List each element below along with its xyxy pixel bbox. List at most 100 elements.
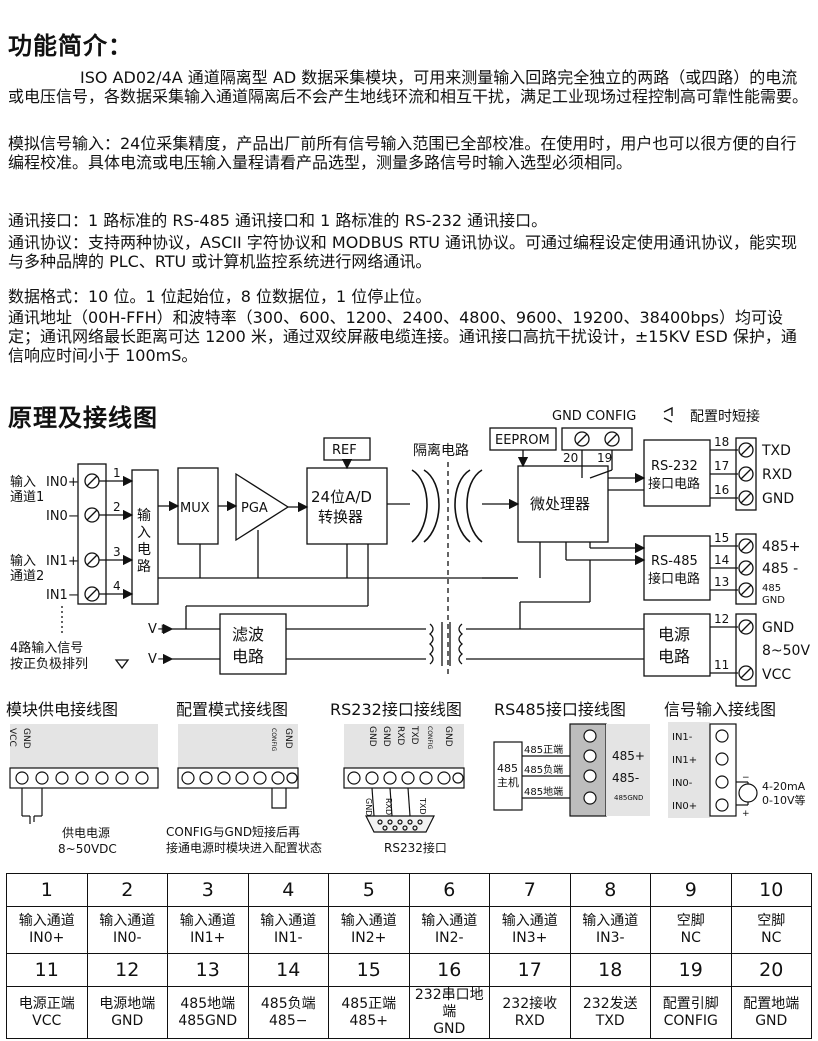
svg-text:微处理器: 微处理器 bbox=[530, 495, 590, 513]
rs232-wiring-title: RS232接口接线图 bbox=[330, 700, 462, 719]
svg-text:485 -: 485 - bbox=[762, 561, 798, 577]
svg-text:RS-232: RS-232 bbox=[651, 459, 698, 474]
pin-number-cell: 12 bbox=[86, 953, 168, 987]
svg-text:REF: REF bbox=[332, 443, 357, 458]
power-wiring-title: 模块供电接线图 bbox=[6, 700, 119, 719]
pin-function: 输入通道 bbox=[421, 913, 478, 929]
pin-number-cell: 11 bbox=[6, 953, 88, 987]
pin-signal: NC bbox=[680, 930, 701, 946]
svg-text:输入: 输入 bbox=[10, 474, 36, 490]
pin-signal: IN2- bbox=[434, 930, 464, 946]
pin-number-cell: 5 bbox=[328, 873, 410, 907]
svg-text:主机: 主机 bbox=[497, 775, 519, 789]
filter-block bbox=[219, 613, 287, 675]
svg-text:入: 入 bbox=[137, 525, 151, 541]
svg-text:485: 485 bbox=[497, 762, 518, 775]
svg-text:IN1-: IN1- bbox=[672, 732, 693, 743]
input-terminal-strip bbox=[77, 463, 107, 605]
pin-function: 232串口地端 bbox=[414, 987, 484, 1020]
pin-number-cell: 20 bbox=[730, 953, 812, 987]
pin-signal: GND bbox=[111, 1012, 144, 1029]
pin-signal: GND bbox=[755, 1012, 788, 1029]
pin-signal: 485+ bbox=[349, 1012, 388, 1029]
svg-text:14: 14 bbox=[714, 553, 729, 567]
svg-text:16: 16 bbox=[714, 483, 729, 497]
pin-number-cell: 7 bbox=[489, 873, 571, 907]
analog-input-paragraph: 模拟信号输入：24位采集精度，产品出厂前所有信号输入范围已全部校准。在使用时，用… bbox=[8, 134, 797, 172]
svg-text:15: 15 bbox=[714, 531, 729, 545]
svg-text:接口电路: 接口电路 bbox=[648, 571, 700, 587]
svg-text:GND: GND bbox=[283, 728, 293, 749]
pin-function: 输入通道 bbox=[99, 913, 156, 929]
pin-function: 232发送 bbox=[582, 995, 638, 1012]
pin-number-cell: 18 bbox=[569, 953, 651, 987]
pin-function: 电源地端 bbox=[99, 995, 156, 1012]
svg-text:TXD: TXD bbox=[418, 797, 427, 815]
svg-text:路: 路 bbox=[137, 559, 151, 575]
svg-text:0-10V等: 0-10V等 bbox=[762, 793, 806, 807]
svg-text:VCC: VCC bbox=[762, 667, 791, 683]
section-title-diagram: 原理及接线图 bbox=[8, 404, 158, 432]
svg-text:电: 电 bbox=[137, 542, 151, 558]
svg-text:4: 4 bbox=[113, 579, 121, 593]
config-wiring-title: 配置模式接线图 bbox=[176, 700, 289, 719]
address-baud-paragraph: 通讯地址（00H-FFH）和波特率（300、600、1200、2400、4800… bbox=[8, 308, 797, 365]
svg-text:滤波: 滤波 bbox=[232, 625, 264, 644]
svg-text:GND: GND bbox=[762, 620, 794, 636]
pin-function: 485负端 bbox=[260, 995, 316, 1012]
svg-text:485+: 485+ bbox=[612, 749, 645, 763]
svg-text:GND: GND bbox=[21, 728, 31, 749]
pin-number-cell: 14 bbox=[247, 953, 329, 987]
svg-text:电路: 电路 bbox=[658, 647, 690, 666]
svg-text:1: 1 bbox=[113, 466, 121, 480]
svg-text:11: 11 bbox=[714, 658, 729, 672]
short-note: 配置时短接 bbox=[690, 408, 760, 425]
pin-signal: IN0- bbox=[112, 930, 142, 946]
section-title-intro: 功能简介： bbox=[8, 32, 133, 60]
svg-text:18: 18 bbox=[714, 435, 729, 449]
pin-signal: IN2+ bbox=[351, 930, 387, 946]
pin-signal: IN0+ bbox=[29, 930, 65, 946]
terminal-19-screw bbox=[604, 431, 620, 447]
signal-wiring-title: 信号输入接线图 bbox=[664, 700, 777, 719]
pin-number-cell: 2 bbox=[86, 873, 168, 907]
block-diagram: GND CONFIG 配置时短接 20 19 EEPROM 隔离电路 输入 IN… bbox=[10, 406, 810, 687]
rs232-module-diagram: GND GND RXD TXD CONFIG GND GND RXD TXD R… bbox=[343, 724, 465, 855]
pin-signal: IN3+ bbox=[512, 930, 548, 946]
power-block bbox=[643, 613, 711, 677]
power-module-diagram: GND VCC 供电电源 8~50VDC bbox=[7, 724, 159, 856]
pin-function: 电源正端 bbox=[18, 995, 75, 1012]
svg-text:485地端: 485地端 bbox=[524, 785, 563, 798]
pin-signal: IN3- bbox=[595, 930, 625, 946]
data-format-paragraph: 数据格式：10 位。1 位起始位，8 位数据位，1 位停止位。 bbox=[8, 287, 432, 306]
svg-text:IN0+: IN0+ bbox=[672, 801, 697, 812]
svg-text:按正负极排列: 按正负极排列 bbox=[10, 657, 88, 672]
signal-input-diagram: IN1- IN1+ IN0- IN0+ − + 4-20mA 0-10V等 bbox=[668, 722, 806, 819]
pin-function: 输入通道 bbox=[340, 913, 397, 929]
pin-function: 输入通道 bbox=[260, 913, 317, 929]
pin-signal: 485− bbox=[269, 1012, 308, 1029]
config-module-diagram: GND CONFIG CONFIG与GND短接后再 接通电源时模块进入配置状态 bbox=[166, 724, 322, 855]
svg-text:8~50VDC: 8~50VDC bbox=[58, 842, 117, 856]
svg-text:RS232接口: RS232接口 bbox=[384, 840, 447, 855]
svg-text:V+: V+ bbox=[148, 622, 168, 637]
pin-signal: RXD bbox=[514, 1012, 545, 1029]
pin-signal: VCC bbox=[32, 1012, 62, 1029]
pin-signal: GND bbox=[433, 1021, 466, 1037]
svg-text:MUX: MUX bbox=[180, 501, 210, 516]
svg-text:EEPROM: EEPROM bbox=[495, 433, 550, 448]
svg-text:RXD: RXD bbox=[395, 726, 405, 745]
